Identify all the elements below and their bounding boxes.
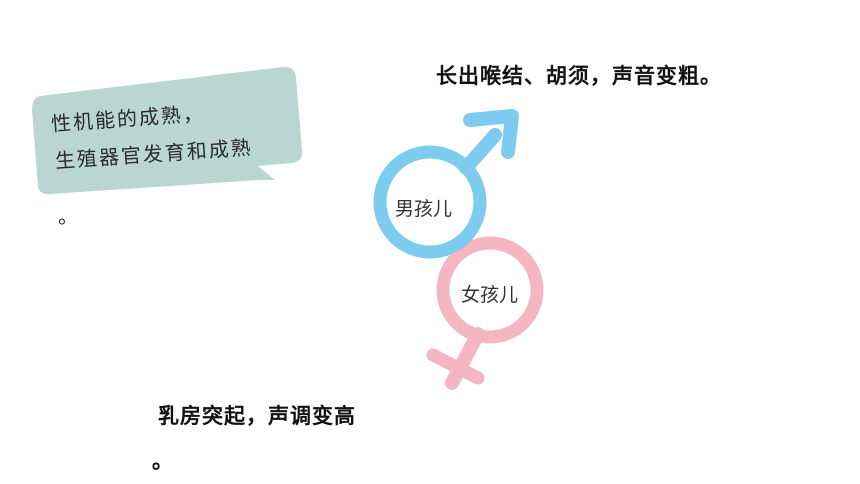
- female-traits-caption: 乳房突起，声调变高: [158, 404, 356, 428]
- male-symbol-icon: [373, 109, 519, 259]
- male-traits-caption: 长出喉结、胡须，声音变粗。: [436, 64, 722, 88]
- speech-bubble-shape: [32, 66, 303, 195]
- female-symbol-icon: [426, 236, 544, 390]
- male-label: 男孩儿: [395, 198, 453, 220]
- female-label: 女孩儿: [461, 284, 519, 306]
- bubble-text-line-3: 。: [58, 204, 78, 228]
- female-traits-caption-end: 。: [152, 449, 173, 473]
